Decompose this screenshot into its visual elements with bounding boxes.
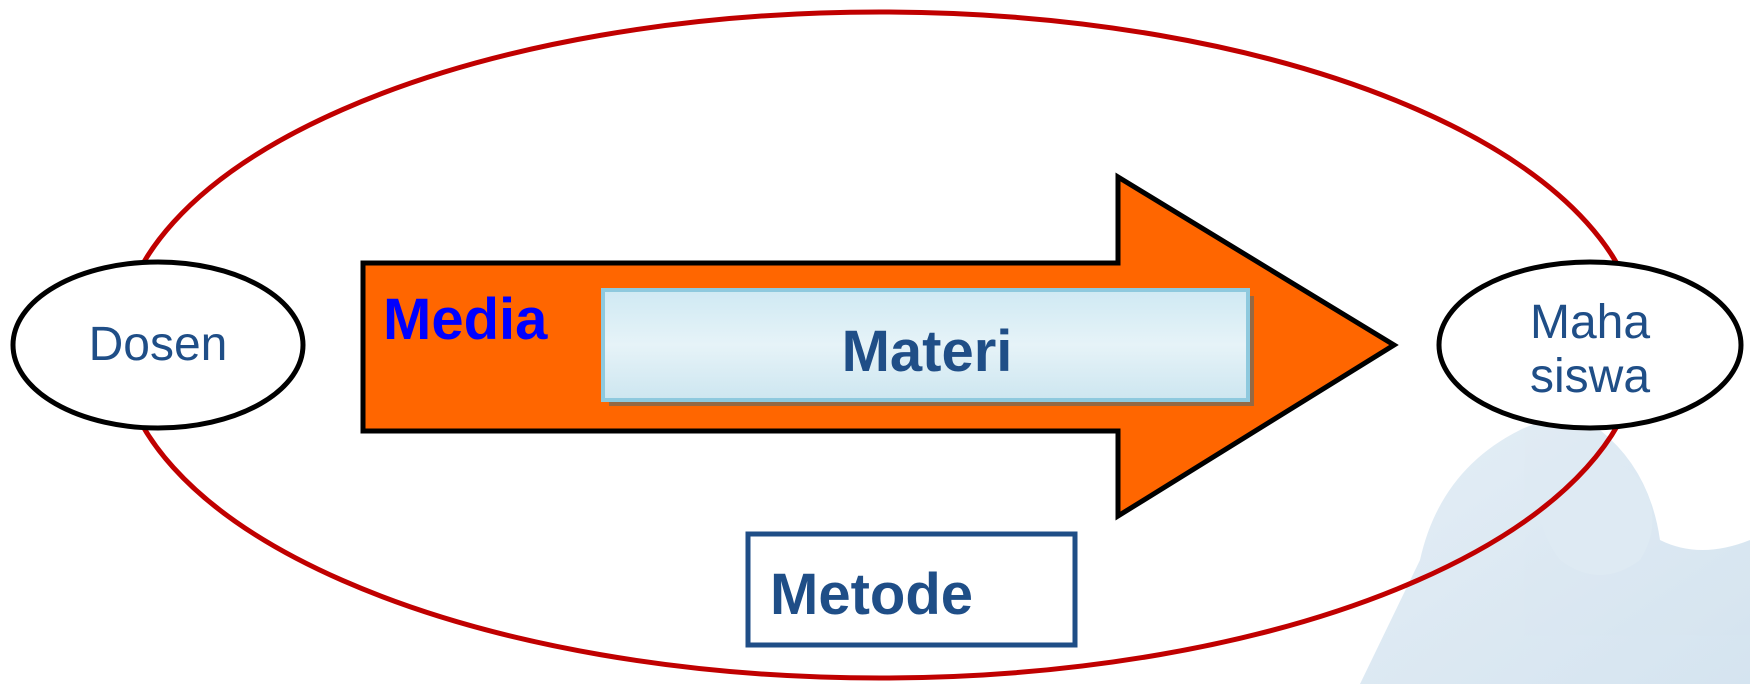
metode-box <box>745 531 1078 648</box>
media-label: Media <box>383 287 548 352</box>
mahasiswa-node <box>1436 259 1744 431</box>
metode-label: Metode <box>770 562 973 627</box>
mahasiswa-label-line2: siswa <box>1530 350 1650 403</box>
materi-label: Materi <box>842 319 1013 384</box>
mahasiswa-label-line1: Maha <box>1530 296 1650 349</box>
dosen-node <box>10 259 306 431</box>
background-silhouette <box>1360 420 1750 684</box>
materi-box <box>601 288 1250 402</box>
dosen-label: Dosen <box>89 318 228 371</box>
